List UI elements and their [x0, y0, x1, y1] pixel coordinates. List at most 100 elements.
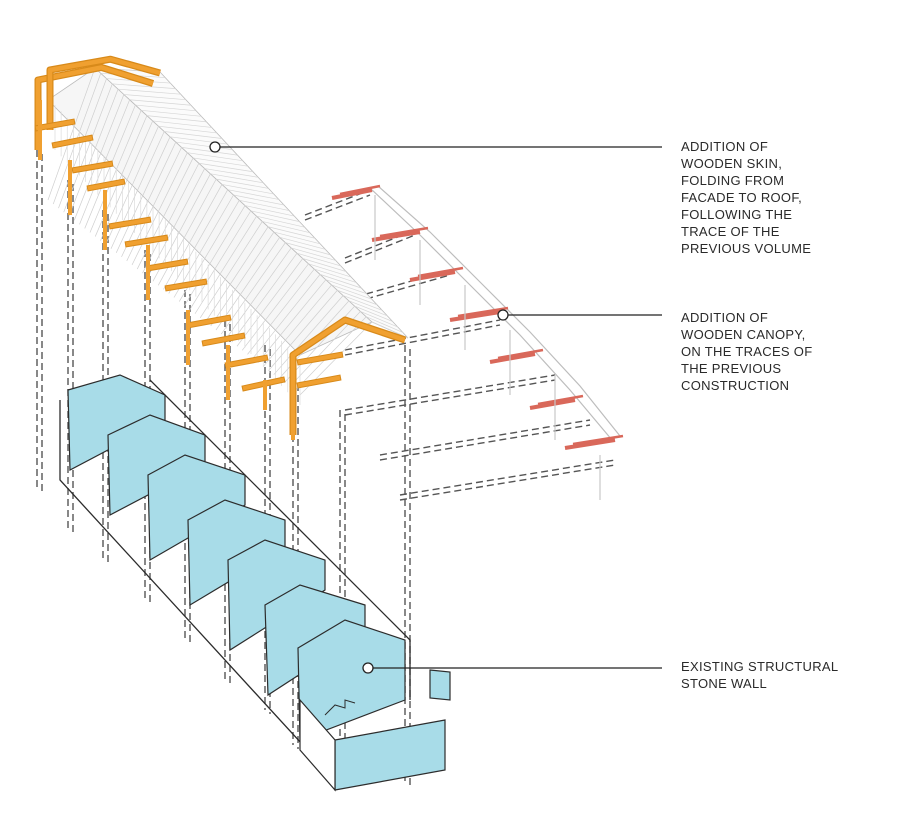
roof-slat [227, 189, 279, 200]
roof-slat [189, 210, 252, 310]
roof-slat [220, 242, 286, 335]
roof-slat [331, 284, 372, 300]
canopy-beam [564, 438, 616, 450]
roof-slat [58, 78, 107, 209]
roof-slat [366, 316, 403, 333]
dashed-link [344, 234, 416, 264]
roof-slat [252, 274, 321, 359]
roof-slat [47, 67, 96, 201]
stone-walls [59, 374, 451, 792]
roof-slat [221, 184, 274, 195]
stone-wall-panel [227, 539, 326, 652]
roof-slat [100, 120, 154, 241]
roof-slat [236, 258, 304, 347]
roof-slat [273, 231, 321, 245]
roof-slat [250, 210, 300, 222]
roof-slat [319, 274, 362, 289]
roof-slat [210, 173, 264, 184]
roof-slat [112, 83, 176, 89]
roof-slat [268, 226, 316, 239]
stone-wall-panel [67, 374, 166, 471]
roof-slat [268, 290, 338, 371]
roof-slat [118, 88, 181, 95]
roof-slat [302, 258, 347, 272]
roof-slat [314, 268, 357, 283]
roof-slat [194, 215, 257, 314]
stone-wall-base-side [299, 698, 336, 792]
leader-dot-canopy [497, 309, 509, 321]
roof-slat [121, 141, 177, 258]
roof-slat [325, 279, 367, 294]
roof-slat [158, 125, 217, 134]
roof-plane-left [47, 67, 373, 356]
canopy-beam [572, 434, 624, 446]
roof-slat [152, 120, 212, 128]
roof-slat [164, 131, 223, 139]
timber-beam [225, 355, 268, 368]
timber-beam [52, 135, 93, 148]
roof-slat [131, 152, 188, 266]
canopy-beam [529, 398, 576, 410]
canopy-beam [417, 266, 464, 278]
roof-slat [187, 152, 243, 162]
roof-slat [296, 252, 341, 267]
timber-beam [35, 119, 75, 131]
roof-slat [279, 236, 326, 250]
canopy-beam [409, 270, 456, 282]
roof-slat [146, 115, 207, 123]
roof-slat [115, 136, 171, 253]
dashed-link [379, 419, 591, 456]
roof-slat [291, 247, 336, 261]
leader-dot-skin [209, 141, 221, 153]
canopy-beam [497, 348, 544, 360]
roof-slat [141, 109, 202, 117]
canopy-beam [371, 230, 421, 242]
canopy-beam [331, 188, 373, 200]
dashed-link [304, 194, 371, 221]
roof-slat [244, 205, 295, 217]
dashed-link [399, 464, 616, 501]
roof-slat [216, 178, 269, 189]
stair [324, 699, 356, 716]
roof-slat [110, 131, 165, 249]
canopy-beam [489, 352, 536, 364]
roof-slat [233, 194, 285, 206]
roof-slat [241, 263, 309, 351]
roof-slat [198, 162, 254, 173]
roof-slat [163, 184, 223, 290]
roof-slat [147, 168, 205, 278]
roof-slat [262, 221, 310, 234]
canopy-beam [379, 226, 429, 238]
roof-slat [247, 268, 315, 355]
roof-slat [204, 168, 259, 178]
dashed-link [344, 374, 556, 411]
roof-slat [354, 305, 393, 322]
stone-wall-base [334, 719, 446, 791]
timber-beam [87, 179, 125, 191]
stone-wall-panel [187, 499, 286, 607]
roof-slat [285, 242, 331, 256]
roof-slat [343, 295, 383, 311]
timber-beam [187, 315, 231, 328]
stone-wall-block [429, 669, 451, 701]
roof-slat [129, 99, 192, 106]
roof-slat [135, 104, 197, 112]
leader-lines [209, 141, 662, 674]
roof-slat [123, 94, 186, 101]
roof-slat [181, 147, 238, 156]
roof-slat [337, 289, 378, 306]
canopy-beam [339, 184, 381, 196]
timber-beam [109, 217, 151, 229]
timber-beam [202, 333, 245, 346]
dashed-link [344, 319, 501, 351]
canopy-beam [457, 306, 509, 318]
canopy-beam [537, 394, 584, 406]
leader-dot-wall [362, 662, 374, 674]
timber-beam [125, 235, 168, 247]
roof-slat [231, 253, 298, 343]
dashed-link [344, 379, 556, 416]
roof-slat [168, 189, 229, 294]
dashed-link [344, 274, 451, 306]
canopy-rail [377, 185, 621, 437]
dashed-link [379, 424, 591, 461]
